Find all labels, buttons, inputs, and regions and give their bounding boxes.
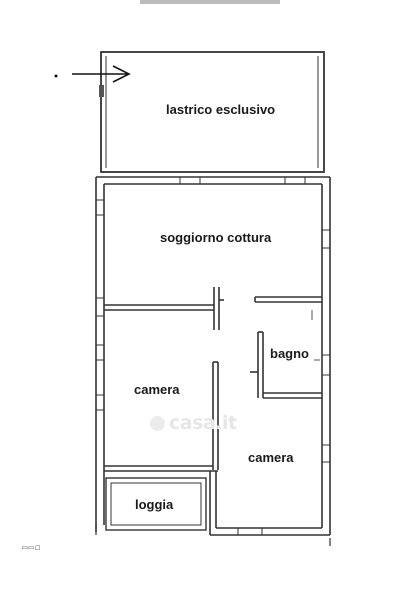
arrow-right-icon [72,65,131,83]
terrace-label: lastrico esclusivo [166,102,276,117]
living-room-label: soggiorno cottura [160,230,272,245]
watermark-logo-icon [150,416,165,431]
watermark-text: casa.it [169,412,237,434]
top-edge-fragment [140,0,280,4]
corner-logo: ▭▭◻ [22,543,42,553]
loggia-label: loggia [135,497,174,512]
bath-fixture-marks [311,310,320,361]
dot-mark [54,74,58,78]
interior-walls [104,287,322,535]
bathroom-label: bagno [270,346,309,361]
terrace-door-mark [99,85,104,97]
watermark: casa.it [150,412,237,434]
bedroom-left-label: camera [134,382,180,397]
bedroom-right-label: camera [248,450,294,465]
window-marks [96,177,330,535]
corner-mark [95,525,331,546]
loggia-outline [105,477,207,531]
exterior-walls [95,176,331,536]
